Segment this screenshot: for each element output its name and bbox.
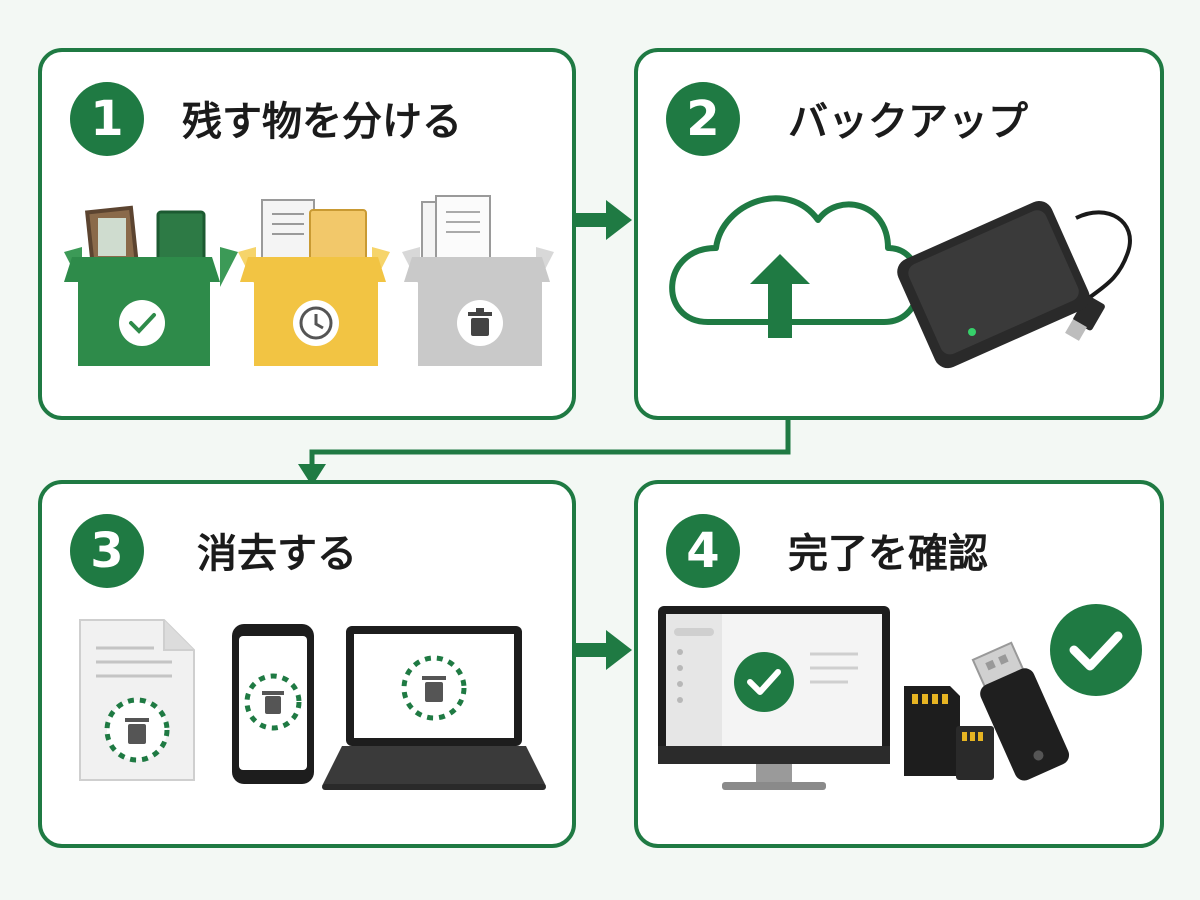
check-icon xyxy=(734,652,794,712)
smartphone-icon xyxy=(232,624,314,784)
step-number-badge: 2 xyxy=(666,82,740,156)
later-box xyxy=(238,199,390,366)
step-number-badge: 4 xyxy=(666,514,740,588)
discard-box xyxy=(402,195,554,366)
document-icon xyxy=(79,619,195,781)
arrow-2-to-3 xyxy=(298,420,791,486)
step-title: 残す物を分ける xyxy=(182,99,462,145)
usb-stick-icon xyxy=(971,641,1070,781)
keep-box xyxy=(64,205,238,366)
check-icon xyxy=(119,300,165,346)
step-3-panel: 3 消去する xyxy=(38,480,576,848)
step-4-panel: 4 完了を確認 xyxy=(634,480,1164,848)
check-circle-icon xyxy=(1050,604,1142,696)
step-title: バックアップ xyxy=(788,99,1028,145)
completion-illustration xyxy=(658,604,1142,790)
laptop-icon xyxy=(322,626,546,790)
step-2-panel: 2 バックアップ xyxy=(634,48,1164,420)
step-number-badge: 1 xyxy=(70,82,144,156)
step-1-panel: 1 残す物を分ける xyxy=(38,48,576,420)
step-number-badge: 3 xyxy=(70,514,144,588)
sorting-boxes-illustration xyxy=(64,195,554,366)
cloud-upload-icon xyxy=(669,195,922,338)
erase-illustration xyxy=(79,619,546,790)
arrow-1-to-2 xyxy=(576,200,632,240)
step-title: 完了を確認 xyxy=(788,531,988,577)
external-drive-icon xyxy=(897,200,1132,369)
arrow-3-to-4 xyxy=(576,630,632,670)
monitor-icon xyxy=(658,606,890,790)
step-title: 消去する xyxy=(197,531,357,577)
backup-illustration xyxy=(669,195,1132,369)
sd-card-icon xyxy=(904,686,994,780)
